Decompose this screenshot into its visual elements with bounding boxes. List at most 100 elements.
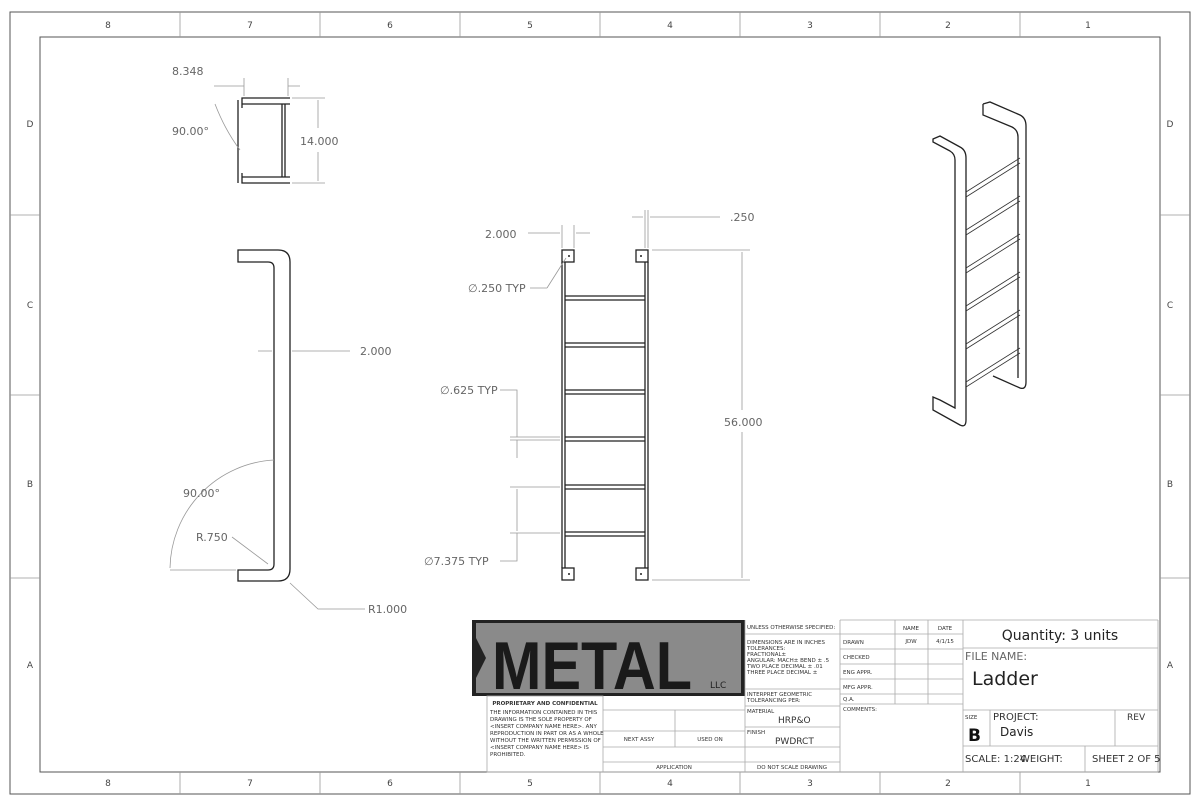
- zone-col-top: 3: [807, 21, 813, 31]
- mount-tab: [561, 567, 575, 581]
- material-value: HRP&O: [778, 716, 811, 726]
- rungs: [565, 295, 645, 537]
- hole: [640, 255, 642, 257]
- zone-col-bottom: 7: [247, 779, 253, 789]
- zone-row-right: D: [1167, 120, 1174, 130]
- proprietary-line: <INSERT COMPANY NAME HERE>. ANY: [490, 724, 597, 730]
- zone-col-bottom: 1: [1085, 779, 1091, 789]
- rev-label: REV: [1127, 713, 1146, 723]
- mount-tab: [635, 249, 649, 263]
- hole: [640, 573, 642, 575]
- approval-name: JDW: [904, 639, 917, 645]
- rung: [565, 436, 645, 442]
- logo-text: METAL: [492, 628, 692, 704]
- rung: [565, 295, 645, 301]
- title-grid: [963, 647, 1158, 772]
- zone-col-top: 1: [1085, 21, 1091, 31]
- dim-inner-radius: R.750: [196, 531, 228, 544]
- zone-col-top: 5: [527, 21, 533, 31]
- zone-row-left: A: [27, 661, 34, 671]
- zone-col-bottom: 6: [387, 779, 393, 789]
- iso-rung: [965, 347, 1021, 388]
- zone-col-top: 8: [105, 21, 111, 31]
- mount-tab: [635, 567, 649, 581]
- approval-label: MFG APPR.: [843, 685, 873, 691]
- tolerance-line: TOLERANCES:: [746, 646, 786, 652]
- approval-date: 4/1/15: [936, 639, 954, 645]
- dim-width: 8.348: [172, 65, 204, 78]
- hole: [568, 255, 570, 257]
- rung: [565, 531, 645, 537]
- title-block: METAL LLC PROPRIETARY AND CONFIDENTIAL T…: [472, 619, 1161, 773]
- application-label: APPLICATION: [656, 765, 692, 771]
- ladder-rails: [561, 262, 649, 568]
- top-view-dim-lines: [214, 78, 325, 184]
- dim-outer-radius: R1.000: [368, 603, 407, 616]
- zone-col-top: 4: [667, 21, 673, 31]
- proprietary-box: [486, 695, 604, 773]
- name-header: NAME: [903, 626, 920, 632]
- rung: [565, 342, 645, 348]
- isometric-view: [932, 101, 1027, 427]
- channel-outline: [237, 97, 290, 184]
- dim-height: 56.000: [724, 416, 763, 429]
- tolerance-grid: [744, 620, 841, 772]
- project-value: Davis: [1000, 725, 1033, 739]
- side-view: 2.000 90.00° R.750 R1.000: [169, 249, 407, 616]
- logo-suffix: LLC: [710, 681, 726, 691]
- dim-thickness: .250: [730, 211, 755, 224]
- quantity: Quantity: 3 units: [1002, 628, 1118, 644]
- approval-label: Q.A.: [843, 697, 855, 703]
- rung: [565, 389, 645, 395]
- dim-angle: 90.00°: [183, 487, 220, 500]
- sheet-number: SHEET 2 OF 5: [1092, 754, 1161, 765]
- zone-col-bottom: 4: [667, 779, 673, 789]
- approval-label: DRAWN: [843, 640, 864, 646]
- geo-tolerance-line: INTERPRET GEOMETRIC: [747, 692, 812, 698]
- dim-offset: 2.000: [360, 345, 392, 358]
- dim-tab: 2.000: [485, 228, 517, 241]
- tolerance-line: ANGULAR: MACH± BEND ± .5: [747, 658, 830, 664]
- dim-height: 14.000: [300, 135, 339, 148]
- zone-col-bottom: 3: [807, 779, 813, 789]
- zone-row-left: C: [27, 301, 33, 311]
- zone-row-right: C: [1167, 301, 1173, 311]
- size-label: SIZE: [965, 715, 978, 721]
- iso-rung: [965, 309, 1021, 350]
- iso-rung: [965, 157, 1021, 198]
- proprietary-line: <INSERT COMPANY NAME HERE> IS: [490, 745, 589, 751]
- iso-back-rail: [982, 101, 1027, 390]
- iso-back-rail-inner: [982, 104, 1019, 378]
- file-name: Ladder: [972, 668, 1038, 690]
- iso-rungs: [965, 157, 1021, 388]
- proprietary-line: DRAWING IS THE SOLE PROPERTY OF: [490, 717, 592, 723]
- zone-col-top: 7: [247, 21, 253, 31]
- front-view: 2.000 .250 ∅.250 TYP ∅.625 TYP ∅7.375 TY…: [424, 210, 763, 581]
- iso-front-rail: [932, 135, 967, 427]
- used-on-label: USED ON: [697, 737, 722, 743]
- geo-tolerance-line: TOLERANCING PER:: [746, 698, 801, 704]
- front-view-dim-lines: [500, 210, 750, 581]
- date-header: DATE: [938, 626, 953, 632]
- top-view: 8.348 90.00° 14.000: [172, 65, 339, 184]
- material-label: MATERIAL: [747, 709, 775, 715]
- zone-row-left: D: [27, 120, 34, 130]
- zone-col-bottom: 5: [527, 779, 533, 789]
- proprietary-line: THE INFORMATION CONTAINED IN THIS: [489, 710, 598, 716]
- zone-col-top: 6: [387, 21, 393, 31]
- proprietary-line: PROHIBITED.: [490, 752, 526, 758]
- mount-tab: [561, 249, 575, 263]
- dim-rung-dia: ∅.625 TYP: [440, 384, 498, 397]
- weight: WEIGHT:: [1020, 754, 1063, 765]
- logo-arrow: [476, 638, 486, 678]
- dim-angle: 90.00°: [172, 125, 209, 138]
- iso-rung: [965, 233, 1021, 274]
- finish-label: FINISH: [747, 730, 765, 736]
- zone-row-right: A: [1167, 661, 1174, 671]
- proprietary-line: REPRODUCTION IN PART OR AS A WHOLE: [490, 731, 604, 737]
- approval-label: ENG APPR.: [843, 670, 873, 676]
- tolerance-line: THREE PLACE DECIMAL ±: [746, 670, 818, 676]
- zone-col-bottom: 2: [945, 779, 951, 789]
- tolerance-line: DIMENSIONS ARE IN INCHES: [747, 640, 825, 646]
